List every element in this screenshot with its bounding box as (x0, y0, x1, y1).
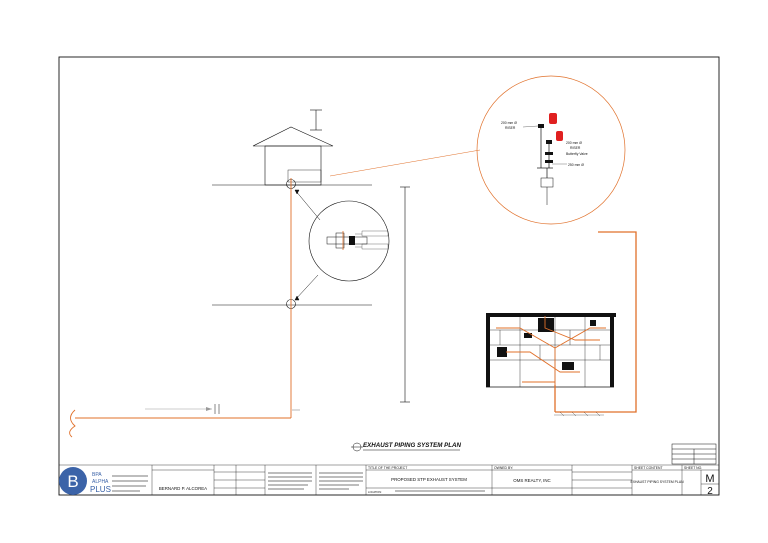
company-logo-mark (59, 467, 87, 495)
company-logo-letter: B (67, 472, 78, 491)
butterfly-valve-label: Butterfly Valve (566, 152, 588, 156)
riser-lower-size: 200 mm Ø (566, 141, 582, 145)
sheet-code: M (705, 473, 714, 485)
title-block (59, 464, 719, 495)
pipe-250-label: 250 mm Ø (568, 163, 584, 167)
location-label: LOCATION: (368, 490, 382, 494)
valve-marker-upper (549, 113, 557, 124)
riser-upper-size: 200 mm Ø (501, 121, 517, 125)
equipment-tag-box (287, 169, 322, 183)
sheet-contents: EXHAUST PIPING SYSTEM PLAN (630, 480, 684, 484)
building-elevation (212, 109, 410, 403)
penetration-detail (308, 200, 390, 282)
valve-marker-lower (556, 131, 563, 141)
exhaust-pipe-run-elevation (69, 178, 292, 438)
sheet-no-header: SHEET NO. (684, 466, 702, 470)
riser-lower-label: RISER (570, 146, 581, 150)
engineer-name: BERNARD P. ALCOREA (159, 486, 207, 491)
floor-plan (486, 231, 637, 417)
project-title: PROPOSED STP EXHAUST SYSTEM (391, 477, 467, 482)
sheet-number: 2 (707, 486, 713, 497)
riser-upper-label: RISER (505, 126, 516, 130)
riser-detail (329, 75, 626, 225)
sheet-border (58, 56, 720, 496)
company-logo-line1: BPA (92, 472, 102, 478)
owner-name: OMS REALTY, INC (513, 478, 550, 483)
company-logo-line2: ALPHA (92, 479, 109, 485)
owner-header: OWNED BY: (494, 466, 513, 470)
legend-box (671, 443, 717, 465)
plan-title: EXHAUST PIPING SYSTEM PLAN (363, 442, 462, 449)
sheet-contents-header: SHEET CONTENT (634, 466, 663, 470)
plan-title-mark (351, 442, 460, 452)
company-logo-line3: PLUS (90, 485, 111, 494)
project-header: TITLE OF THE PROJECT (368, 466, 407, 470)
